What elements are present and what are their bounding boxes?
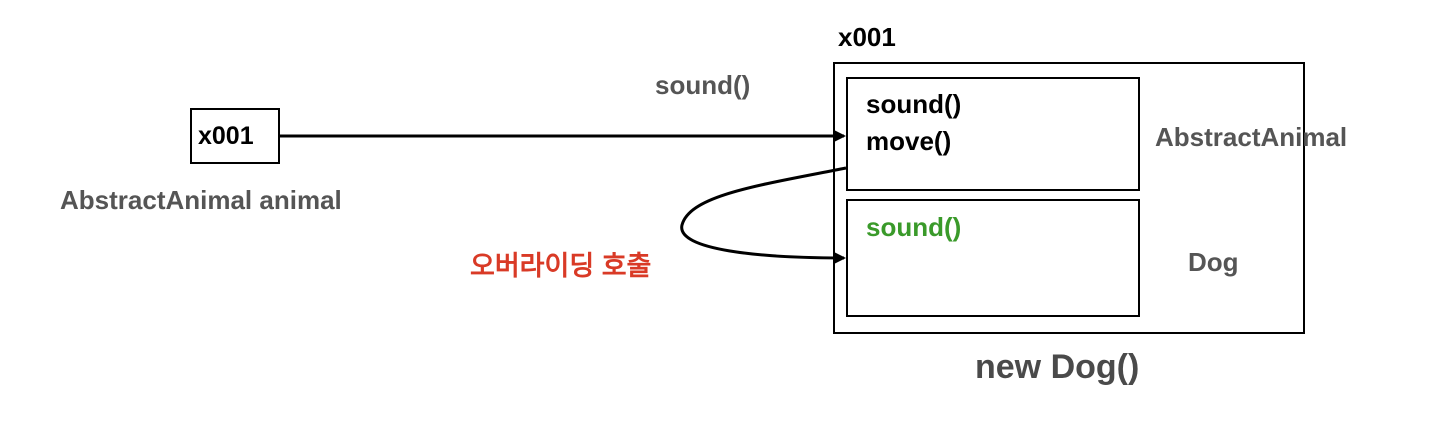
child-class-label: Dog <box>1188 247 1239 277</box>
reference-variable-box: x001 <box>190 108 280 164</box>
child-section-box: sound() <box>846 199 1140 317</box>
reference-variable-label: AbstractAnimal animal <box>60 185 342 215</box>
parent-method-move: move() <box>866 126 952 156</box>
instance-caption: new Dog() <box>975 348 1140 386</box>
child-method-sound: sound() <box>866 212 962 242</box>
override-call-label: 오버라이딩 호출 <box>470 251 652 281</box>
reference-address: x001 <box>198 122 254 150</box>
parent-method-sound: sound() <box>866 89 962 119</box>
parent-section-box: sound() move() <box>846 77 1140 191</box>
instance-address: x001 <box>838 22 896 52</box>
override-call-arrow <box>680 166 847 264</box>
method-call-label: sound() <box>655 70 751 100</box>
parent-class-label: AbstractAnimal <box>1155 122 1348 152</box>
